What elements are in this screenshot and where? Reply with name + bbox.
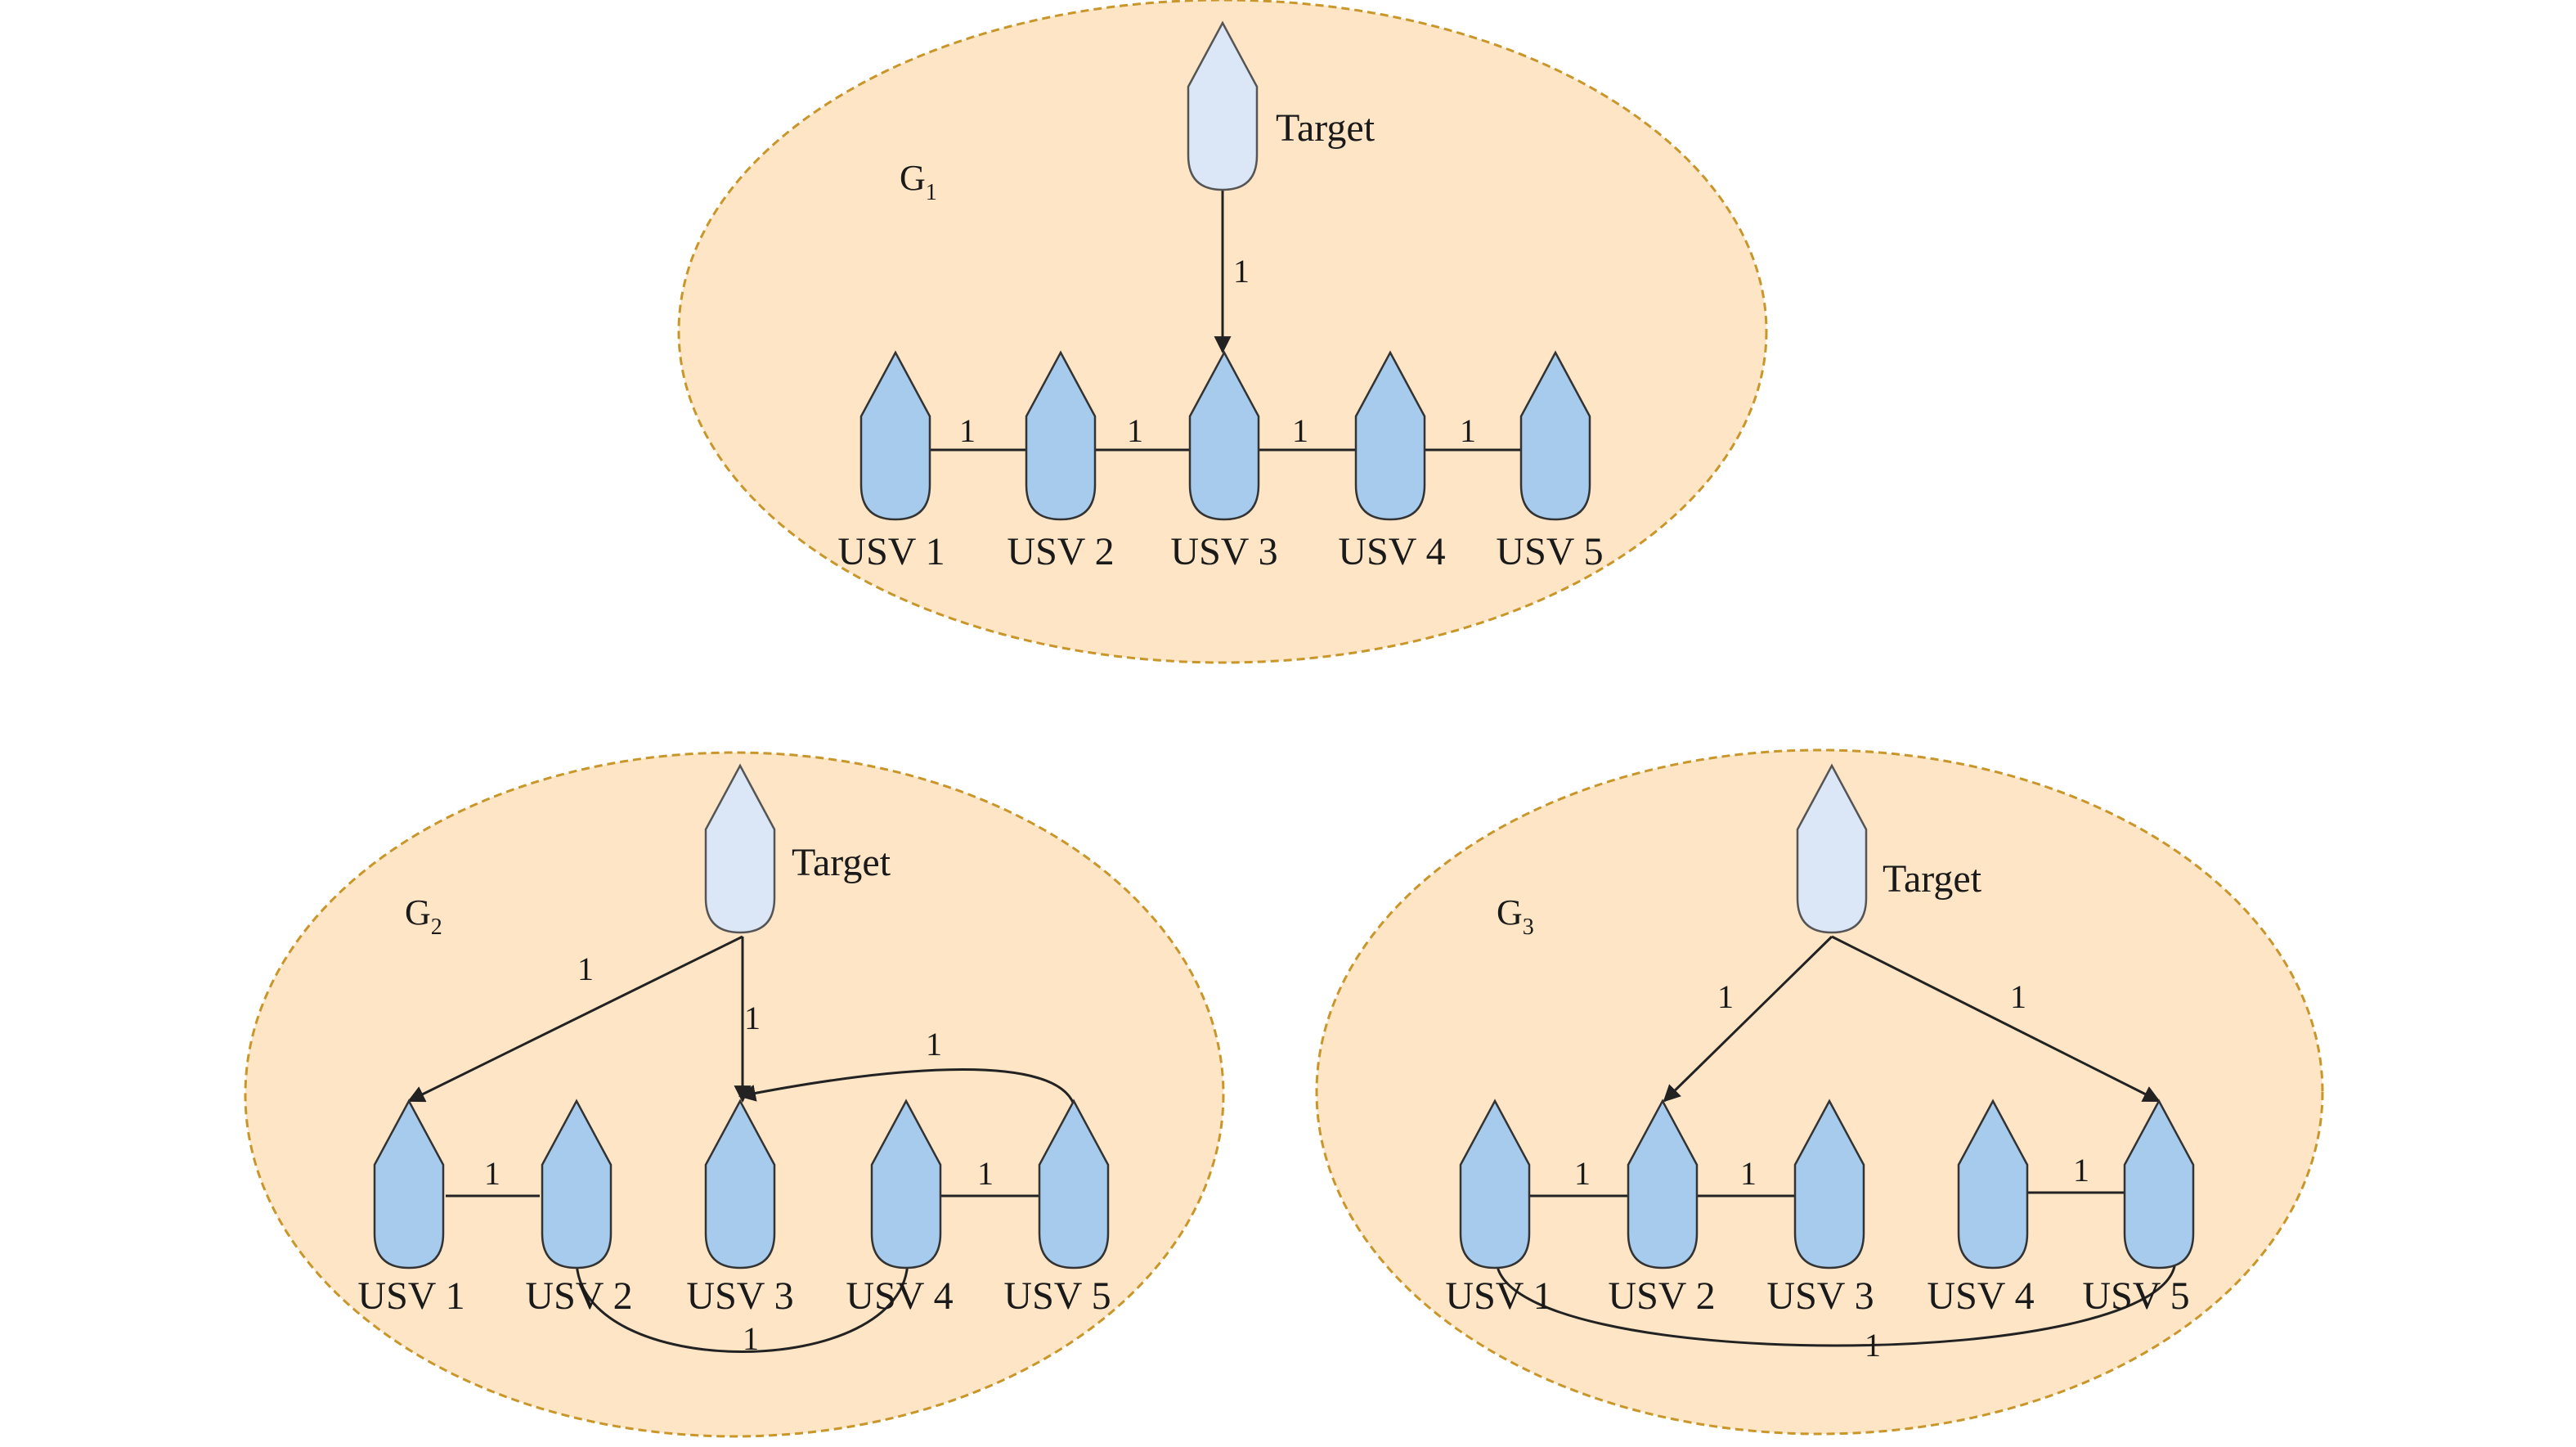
- group-label: G3: [1497, 892, 1534, 940]
- usv-label: USV 1: [837, 530, 945, 573]
- edge-u2-u4: [575, 1259, 909, 1353]
- edge-weight: 1: [2073, 1152, 2089, 1189]
- usv-label: USV 3: [686, 1274, 793, 1318]
- edge-weight: 1: [2010, 978, 2026, 1015]
- group-g2: Target G2 USV 1 USV 2 USV 3 USV 4 USV 5 …: [244, 751, 1225, 1438]
- edge-weight: 1: [1233, 253, 1250, 290]
- edge-weight: 1: [959, 412, 976, 449]
- edge-weight: 1: [1865, 1327, 1881, 1364]
- edge-weight: 1: [1574, 1155, 1591, 1192]
- usv-label: USV 3: [1170, 530, 1277, 573]
- usv-label: USV 5: [1496, 530, 1603, 573]
- target-label: Target: [1883, 857, 1982, 901]
- edge-target-u5: [1831, 935, 2161, 1103]
- edge-weight: 1: [743, 1320, 759, 1357]
- usv-label: USV 1: [1445, 1274, 1552, 1318]
- group-g1: Target G1 USV 1 USV 2 USV 3 USV 4 USV 5 …: [677, 0, 1768, 664]
- usv-label: USV 5: [1003, 1274, 1111, 1318]
- usv-label: USV 1: [357, 1274, 464, 1318]
- edge-weight: 1: [577, 950, 594, 987]
- group-g3: Target G3 USV 1 USV 2 USV 3 USV 4 USV 5 …: [1315, 748, 2324, 1436]
- group-g3-region: [1315, 748, 2324, 1436]
- group-label: G2: [405, 892, 442, 940]
- usv-label: USV 2: [1007, 530, 1114, 573]
- usv-label: USV 3: [1766, 1274, 1874, 1318]
- edge-weight: 1: [744, 1000, 761, 1036]
- usv-label: USV 5: [2082, 1274, 2189, 1318]
- edge-weight: 1: [1717, 978, 1734, 1015]
- usv-label: USV 4: [846, 1274, 953, 1318]
- edge-weight: 1: [1127, 412, 1143, 449]
- edge-weight: 1: [1292, 412, 1308, 449]
- usv-label: USV 4: [1338, 530, 1445, 573]
- edge-weight: 1: [977, 1155, 994, 1192]
- group-label: G1: [900, 158, 937, 205]
- edge-weight: 1: [1740, 1155, 1757, 1192]
- edge-target-u1: [407, 935, 743, 1103]
- target-label: Target: [792, 841, 891, 884]
- usv-label: USV 2: [1608, 1274, 1715, 1318]
- edge-target-u2: [1663, 935, 1833, 1103]
- target-label: Target: [1276, 106, 1376, 150]
- edge-u1-u5: [1495, 1259, 2177, 1347]
- usv-label: USV 4: [1927, 1274, 2034, 1318]
- edge-weight: 1: [1460, 412, 1476, 449]
- edge-weight: 1: [484, 1155, 500, 1192]
- usv-label: USV 2: [525, 1274, 632, 1318]
- edge-weight: 1: [926, 1026, 942, 1063]
- edge-u5-u3: [738, 1068, 1075, 1105]
